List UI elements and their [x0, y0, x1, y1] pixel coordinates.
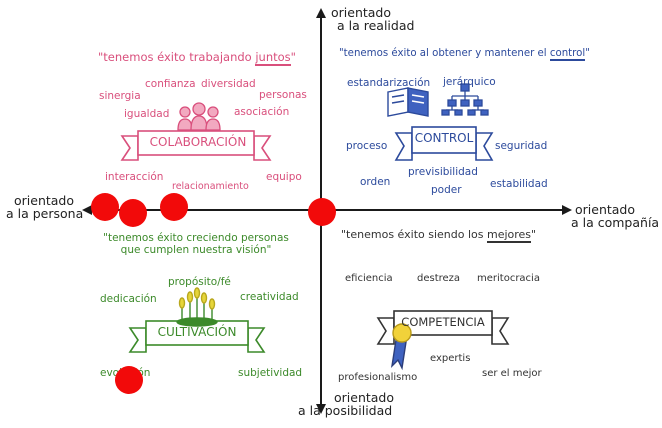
word-equipo: equipo: [266, 171, 302, 183]
axis-label-top-line1: orientado: [331, 5, 392, 20]
axis-label-right-line1: orientado: [575, 202, 636, 217]
axis-label-left-line2: a la persona: [6, 206, 84, 221]
word-igualdad: igualdad: [124, 108, 170, 120]
word-proposito-fe: propósito/fé: [168, 276, 231, 288]
plant-icon: [176, 287, 218, 327]
word-expertis: expertis: [430, 353, 471, 364]
medal-icon: [390, 323, 412, 371]
book-icon: [387, 87, 429, 117]
word-eficiencia: eficiencia: [345, 273, 393, 284]
word-destreza: destreza: [417, 273, 461, 284]
word-proceso: proceso: [346, 140, 388, 152]
collaboration-banner-label: COLABORACIÓN: [149, 135, 247, 149]
word-previsibilidad: previsibilidad: [408, 166, 478, 178]
red-marker-dot: [91, 193, 119, 221]
word-jerarquico: jerárquico: [443, 76, 496, 88]
collaboration-quote: "tenemos éxito trabajando juntos": [98, 50, 296, 66]
cultivation-banner-label: CULTIVACIÓN: [157, 325, 237, 339]
axis-label-right-line2: a la compañía: [571, 215, 660, 230]
word-interaccion: interacción: [105, 171, 164, 183]
cultivation-quote-line1: "tenemos éxito creciendo personas: [103, 232, 289, 244]
red-marker-dot: [115, 366, 143, 394]
word-seguridad: seguridad: [495, 140, 548, 152]
word-dedicacion: dedicación: [100, 293, 157, 305]
word-subjetividad: subjetividad: [238, 367, 303, 379]
red-marker-dot: [308, 198, 336, 226]
word-poder: poder: [431, 184, 462, 196]
word-orden: orden: [360, 176, 391, 188]
axis-label-top-line2: a la realidad: [337, 18, 415, 33]
word-diversidad: diversidad: [201, 78, 256, 90]
red-marker-dot: [119, 199, 147, 227]
cultivation-quote-line2: que cumplen nuestra visión": [120, 244, 272, 256]
org-chart-icon: [441, 83, 489, 116]
word-estandarizacion: estandarización: [347, 77, 431, 89]
competence-quote: "tenemos éxito siendo los mejores": [341, 228, 537, 243]
word-meritocracia: meritocracia: [477, 273, 540, 284]
word-confianza: confianza: [145, 78, 196, 90]
axis-label-left-line1: orientado: [14, 193, 75, 208]
axis-label-bottom-line2: a la posibilidad: [298, 403, 393, 418]
word-personas: personas: [259, 89, 307, 101]
word-creatividad: creatividad: [240, 291, 299, 303]
people-icon: [177, 102, 221, 131]
competence-banner-label: COMPETENCIA: [401, 315, 485, 329]
control-quote: "tenemos éxito al obtener y mantener el …: [339, 48, 590, 61]
collaboration-banner-ribbon: [120, 130, 272, 161]
red-marker-dot: [160, 193, 188, 221]
word-relacionamiento: relacionamiento: [172, 181, 249, 192]
control-banner-ribbon: [394, 126, 494, 161]
word-sinergia: sinergia: [99, 90, 141, 102]
word-ser-el-mejor: ser el mejor: [482, 368, 542, 379]
word-estabilidad: estabilidad: [490, 178, 548, 190]
word-asociacion: asociación: [234, 106, 290, 118]
axis-label-bottom-line1: orientado: [334, 390, 395, 405]
control-banner-label: CONTROL: [414, 131, 474, 145]
word-profesionalismo: profesionalismo: [338, 372, 418, 383]
